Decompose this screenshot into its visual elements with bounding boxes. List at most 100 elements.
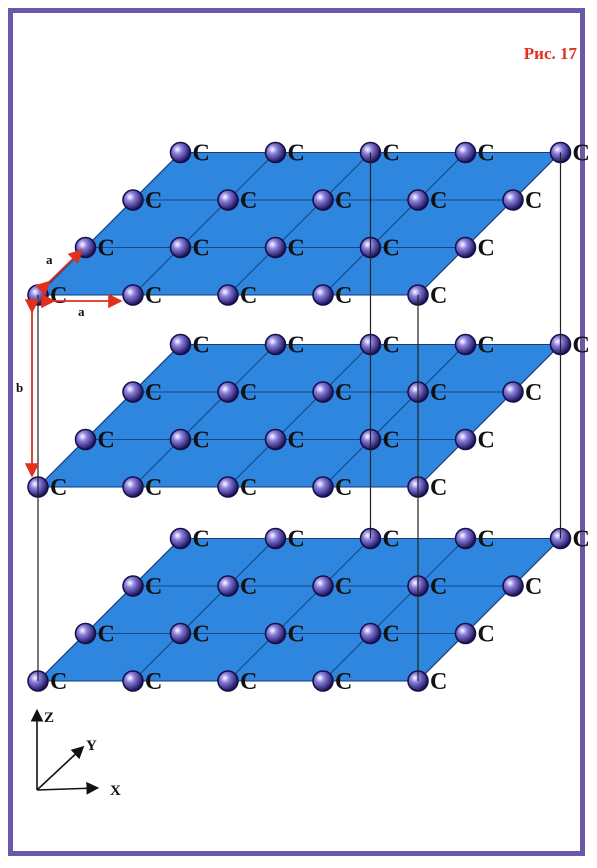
- atom-label: C: [193, 622, 210, 648]
- grid-line: [37, 344, 181, 488]
- atom-sphere: [454, 428, 477, 451]
- grid-line: [132, 538, 276, 682]
- atom-sphere: [74, 428, 97, 451]
- atom-label: C: [145, 669, 162, 695]
- atom-label: C: [383, 236, 400, 262]
- atom-sphere: [264, 622, 287, 645]
- carbon-atom: C: [454, 141, 495, 167]
- atom-sphere: [264, 236, 287, 259]
- atom-sphere: [217, 189, 239, 211]
- atom-sphere: [264, 428, 287, 451]
- atom-label: C: [335, 574, 352, 600]
- carbon-atom: C: [169, 236, 210, 262]
- atom-label: C: [478, 622, 495, 648]
- atom-label: C: [288, 622, 305, 648]
- figure-number: Рис. 17: [523, 44, 577, 63]
- atom-sphere: [169, 622, 192, 645]
- carbon-atom: C: [264, 428, 305, 454]
- atom-label: C: [240, 669, 257, 695]
- carbon-atom: C: [217, 188, 257, 214]
- carbon-atom: C: [122, 283, 162, 309]
- atom-label: C: [288, 333, 305, 359]
- atom-sphere: [169, 141, 192, 164]
- atom-sphere: [454, 527, 477, 550]
- atom-sphere: [502, 575, 524, 597]
- carbon-atom: C: [454, 622, 495, 648]
- atom-sphere: [122, 189, 144, 211]
- atom-label: C: [193, 333, 210, 359]
- atom-label: C: [240, 380, 257, 406]
- carbon-atom: C: [122, 475, 162, 501]
- atom-label: C: [50, 475, 67, 501]
- carbon-atom: C: [407, 188, 447, 214]
- atom-label: C: [430, 283, 447, 309]
- atom-label: C: [525, 188, 542, 214]
- atom-label: C: [478, 236, 495, 262]
- atom-label: C: [240, 475, 257, 501]
- atom-label: C: [335, 475, 352, 501]
- atom-sphere: [312, 189, 334, 211]
- carbon-atom: C: [312, 188, 352, 214]
- atom-sphere: [312, 670, 334, 692]
- atom-sphere: [264, 141, 287, 164]
- grid-line: [322, 344, 466, 488]
- grid-line: [417, 538, 561, 682]
- carbon-atom: C: [359, 622, 400, 648]
- atom-sphere: [454, 622, 477, 645]
- carbon-atom: C: [122, 188, 162, 214]
- dimension-label-a: a: [78, 304, 85, 319]
- grid-line: [132, 152, 276, 296]
- carbon-atom: C: [312, 574, 352, 600]
- carbon-atom: C: [217, 669, 257, 695]
- carbon-atom: C: [264, 141, 305, 167]
- atom-label: C: [478, 333, 495, 359]
- atom-label: C: [145, 188, 162, 214]
- carbon-atom: C: [454, 428, 495, 454]
- atom-label: C: [430, 574, 447, 600]
- atom-label: C: [478, 527, 495, 553]
- grid-line: [322, 152, 466, 296]
- carbon-atom: C: [74, 622, 115, 648]
- atom-sphere: [312, 476, 334, 498]
- atom-sphere: [264, 527, 287, 550]
- atom-label: C: [573, 333, 590, 359]
- atom-sphere: [312, 381, 334, 403]
- atom-sphere: [454, 236, 477, 259]
- carbon-atom: C: [312, 380, 352, 406]
- atom-label: C: [288, 141, 305, 167]
- atom-label: C: [145, 574, 162, 600]
- atom-label: C: [145, 475, 162, 501]
- atom-label: C: [478, 141, 495, 167]
- carbon-atom: C: [502, 188, 542, 214]
- atom-sphere: [122, 670, 144, 692]
- atom-label: C: [50, 283, 67, 309]
- atom-sphere: [359, 622, 382, 645]
- atom-sphere: [454, 141, 477, 164]
- atom-label: C: [240, 188, 257, 214]
- atom-label: C: [145, 283, 162, 309]
- atom-label: C: [383, 428, 400, 454]
- atom-sphere: [217, 284, 239, 306]
- atom-label: C: [525, 574, 542, 600]
- atom-sphere: [122, 381, 144, 403]
- atom-sphere: [217, 381, 239, 403]
- atom-sphere: [312, 575, 334, 597]
- atom-sphere: [454, 333, 477, 356]
- atom-label: C: [383, 527, 400, 553]
- carbon-atom: C: [217, 380, 257, 406]
- atom-label: C: [98, 622, 115, 648]
- carbon-atom: C: [454, 236, 495, 262]
- grid-line: [132, 344, 276, 488]
- carbon-atom: C: [502, 574, 542, 600]
- carbon-atom: C: [502, 380, 542, 406]
- dimension-label-b: b: [16, 380, 23, 395]
- carbon-atom: C: [74, 428, 115, 454]
- atom-sphere: [217, 575, 239, 597]
- atom-label: C: [240, 574, 257, 600]
- z-axis-label: Z: [44, 710, 54, 726]
- atom-label: C: [383, 622, 400, 648]
